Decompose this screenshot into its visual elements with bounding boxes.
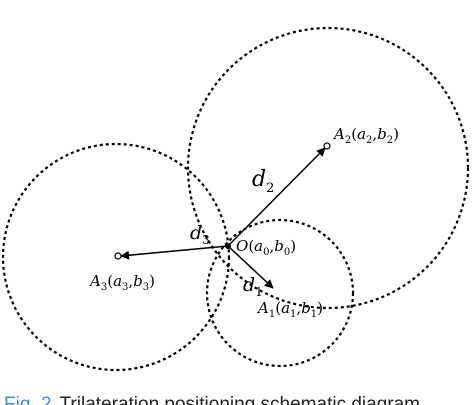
anchor-point-a2 [323, 142, 331, 150]
arrow-d3 [120, 245, 229, 260]
label-d3: d3 [190, 222, 210, 247]
anchor-point-a3 [114, 252, 122, 260]
anchor-point-o [225, 243, 231, 249]
label-d2: d2 [252, 167, 274, 196]
label-a3: A3(a3,b3) [88, 272, 155, 293]
circle-a2 [186, 26, 470, 310]
circle-a1 [205, 218, 355, 368]
arrow-d1 [227, 245, 274, 289]
label-a1: A1(a1,b1) [256, 299, 323, 320]
label-d1: d1 [243, 274, 263, 299]
circle-a3 [1, 142, 231, 372]
arrow-d2 [227, 147, 326, 247]
label-a2: A2(a2,b2) [332, 125, 399, 146]
label-o: O(a0,b0) [236, 237, 296, 258]
